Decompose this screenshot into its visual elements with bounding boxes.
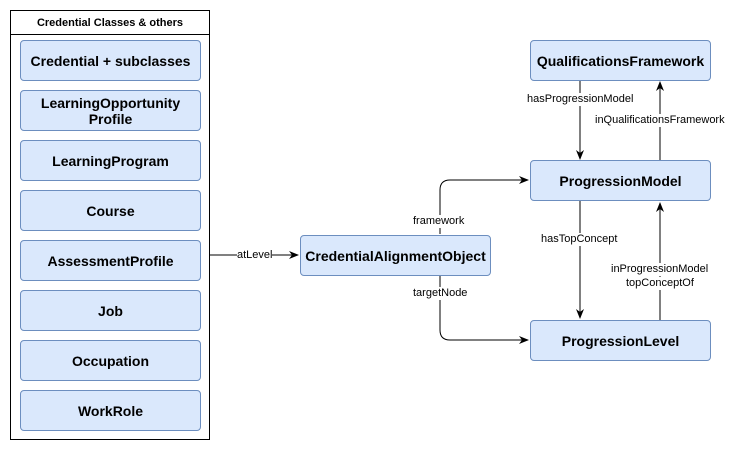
node-qualifications-framework[interactable]: QualificationsFramework xyxy=(530,40,711,81)
label-targetnode: targetNode xyxy=(413,287,468,300)
node-progression-level[interactable]: ProgressionLevel xyxy=(530,320,711,361)
label-inqualificationsframework: inQualificationsFramework xyxy=(595,114,725,127)
label-framework: framework xyxy=(413,215,465,228)
class-occupation[interactable]: Occupation xyxy=(20,340,201,381)
container-title: Credential Classes & others xyxy=(11,11,209,35)
edge-targetnode xyxy=(439,276,529,344)
label-atlevel: atLevel xyxy=(237,249,273,262)
class-job[interactable]: Job xyxy=(20,290,201,331)
label-inprogressionmodel: inProgressionModel xyxy=(611,263,709,276)
label-topconceptof: topConceptOf xyxy=(626,277,694,290)
label-hasprogressionmodel: hasProgressionModel xyxy=(527,93,634,106)
class-course[interactable]: Course xyxy=(20,190,201,231)
class-assessment-profile[interactable]: AssessmentProfile xyxy=(20,240,201,281)
edge-framework xyxy=(439,176,529,234)
node-credential-alignment-object[interactable]: CredentialAlignmentObject xyxy=(300,235,491,276)
class-learning-program[interactable]: LearningProgram xyxy=(20,140,201,181)
class-learning-opportunity-profile[interactable]: LearningOpportunity Profile xyxy=(20,90,201,131)
class-credential[interactable]: Credential + subclasses xyxy=(20,40,201,81)
node-progression-model[interactable]: ProgressionModel xyxy=(530,160,711,201)
class-work-role[interactable]: WorkRole xyxy=(20,390,201,431)
label-hastopconcept: hasTopConcept xyxy=(541,233,618,246)
